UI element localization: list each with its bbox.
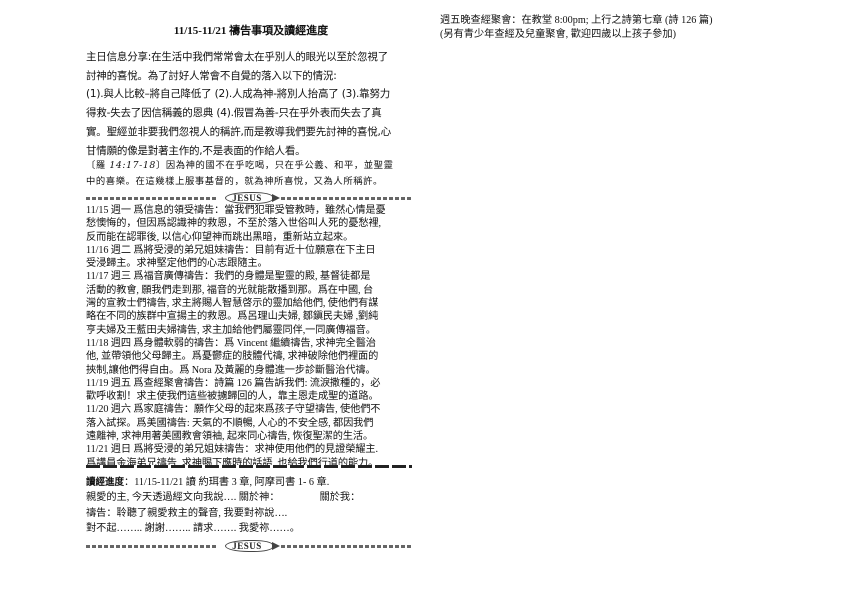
page-title: 11/15-11/21 禱告事項及讀經進度 bbox=[173, 25, 329, 37]
prayer-line: 11/21 週日 爲將受浸的弟兄姐妹禱告：求神使用他們的見證榮耀主. bbox=[86, 444, 378, 456]
prayer-line: 反而能在認罪後, 以信心仰望神而跳出黑暗，重新站立起來。 bbox=[86, 231, 354, 243]
prayer-line: 歡呼收割！求主使我們這些被擄歸回的人，靠主恩走成聖的道路。 bbox=[86, 391, 379, 403]
prayer-line: 11/17 週三 爲福音廣傳禱告：我們的身體是聖靈的殿, 基督徒都是 bbox=[86, 271, 371, 283]
divider-dots bbox=[280, 196, 413, 200]
prayer-line: 略在不同的族群中宣揚主的救恩。爲呂理山夫婦, 鄒鎭民夫婦 ,劉純 bbox=[86, 311, 379, 323]
verse-text: 因為神的國不在乎吃喝，只在乎公義、和平，並聖靈 bbox=[165, 160, 394, 171]
message-line: 實。聖經並非要我們忽視人的稱許,而是教導我們要先討神的喜悅,心 bbox=[86, 125, 391, 138]
verse-ref-close: 〕 bbox=[155, 160, 166, 171]
jesus-fish-icon: JESUS bbox=[225, 540, 280, 552]
prayer-line: 11/20 週六 爲家庭禱告：願作父母的起來爲孩子守望禱告, 使他們不 bbox=[86, 404, 381, 416]
jesus-fish-divider: JESUS bbox=[86, 540, 413, 552]
bible-reading-schedule: 讀經進度：11/15-11/21 讀 約珥書 3 章, 阿摩司書 1- 6 章.… bbox=[86, 475, 416, 536]
prayer-line: 爲講員金海弟兄禱告, 求神賜下應時的話語, 也給我們行道的能力。 bbox=[86, 457, 379, 469]
reflection-prompt: 親愛的主, 今天透過經文向我說…. 關於神： bbox=[86, 492, 280, 504]
prayer-line: 愁懊悔的，但因爲認識神的救恩，不至於落入世俗叫人死的憂愁裡, bbox=[86, 218, 381, 230]
divider-dots bbox=[86, 196, 218, 200]
prayer-list: 11/15 週一 爲信息的領受禱告：當我們犯罪受管教時，雖然心情是憂 愁懊悔的，… bbox=[86, 204, 416, 470]
jesus-fish-icon: JESUS bbox=[225, 192, 280, 204]
prayer-line: 活動的教會, 願我們走到那, 福音的光就能散播到那。爲在中國, 台 bbox=[86, 284, 374, 296]
prayer-prompt: 對不起…….. 謝謝…….. 請求……. 我愛祢……。 bbox=[86, 522, 300, 534]
prayer-prompt: 禱告：聆聽了親愛救主的聲音, 我要對祢說…. bbox=[86, 507, 288, 519]
prayer-line: 11/16 週二 爲將受浸的弟兄姐妹禱告：目前有近十位願意在下主日 bbox=[86, 244, 376, 256]
verse-reference: 14:17-18 bbox=[109, 160, 156, 171]
prayer-line: 遠離神, 求神用著美國教會領袖, 起來同心禱告, 恢復聖潔的生活。 bbox=[86, 431, 374, 443]
reading-label: 讀經進度 bbox=[86, 477, 125, 488]
sermon-message: 主日信息分享:在生活中我們常常會太在乎別人的眼光以至於忽視了 討神的喜悅。為了討… bbox=[86, 48, 416, 160]
verse-ref-open: 〔羅 bbox=[86, 160, 110, 171]
message-line: 甘情願的像是對著主作的,不是表面的作給人看。 bbox=[86, 144, 306, 157]
message-line: 得救-失去了因信稱義的恩典 (4).假冒為善-只在乎外表而失去了真 bbox=[86, 107, 382, 120]
prayer-line: 灣的宣教士們禱告, 求主將賜人智慧啓示的靈加給他們, 使他們有謀 bbox=[86, 298, 379, 310]
reading-plan: ：11/15-11/21 讀 約珥書 3 章, 阿摩司書 1- 6 章. bbox=[124, 477, 330, 488]
prayer-line: 落入試探。爲美國禱告: 天氣的不順暢, 人心的不安全感, 都因我們 bbox=[86, 417, 374, 429]
divider-dots bbox=[280, 544, 413, 548]
friday-bible-study-notice: 週五晚查經聚會：在教堂 8:00pm; 上行之詩第七章 (詩 126 篇) (另… bbox=[440, 14, 713, 42]
divider-dots bbox=[86, 544, 218, 548]
prayer-line: 挾制,讓他們得自由。爲 Nora 及黃麗的身體進一步診斷醫治代禱。 bbox=[86, 364, 376, 376]
dashed-divider bbox=[86, 465, 412, 468]
verse-text: 中的喜樂。在這幾樣上服事基督的，就為神所喜悅，又為人所稱許。 bbox=[86, 176, 383, 187]
jesus-fish-divider: JESUS bbox=[86, 192, 413, 204]
scripture-verse: 〔羅 14:17-18〕因為神的國不在乎吃喝，只在乎公義、和平，並聖靈 中的喜樂… bbox=[86, 158, 416, 190]
message-line: 主日信息分享:在生活中我們常常會太在乎別人的眼光以至於忽視了 bbox=[86, 51, 389, 63]
notice-line: (另有青少年查經及兒童聚會, 歡迎四歲以上孩子參加) bbox=[440, 29, 677, 40]
prayer-line: 11/15 週一 爲信息的領受禱告：當我們犯罪受管教時，雖然心情是憂 bbox=[86, 205, 386, 216]
prayer-line: 他, 並帶領他父母歸主。爲憂鬱症的肢體代禱, 求神破除他們裡面的 bbox=[86, 351, 379, 363]
prayer-line: 11/19 週五 爲查經聚會禱告：詩篇 126 篇告訴我們: 流淚撒種的，必 bbox=[86, 377, 381, 389]
prayer-line: 11/18 週四 爲身體軟弱的禱告：爲 Vincent 繼續禱告, 求神完全醫治 bbox=[86, 337, 376, 349]
message-line: 討神的喜悅。為了討好人常會不自覺的落入以下的情況: bbox=[86, 69, 337, 82]
prayer-line: 亨夫婦及王藍田夫婦禱告, 求主加給他們屬靈同伴,一同廣傳福音。 bbox=[86, 324, 376, 336]
prayer-line: 受浸歸主。求神堅定他們的心志跟隨主。 bbox=[86, 258, 268, 270]
reflection-prompt-self: 關於我： bbox=[319, 492, 361, 504]
notice-line: 週五晚查經聚會：在教堂 8:00pm; 上行之詩第七章 (詩 126 篇) bbox=[440, 15, 713, 26]
message-line: (1).與人比較–將自己降低了 (2).人成為神-將別人抬高了 (3).靠努力 bbox=[86, 88, 391, 101]
